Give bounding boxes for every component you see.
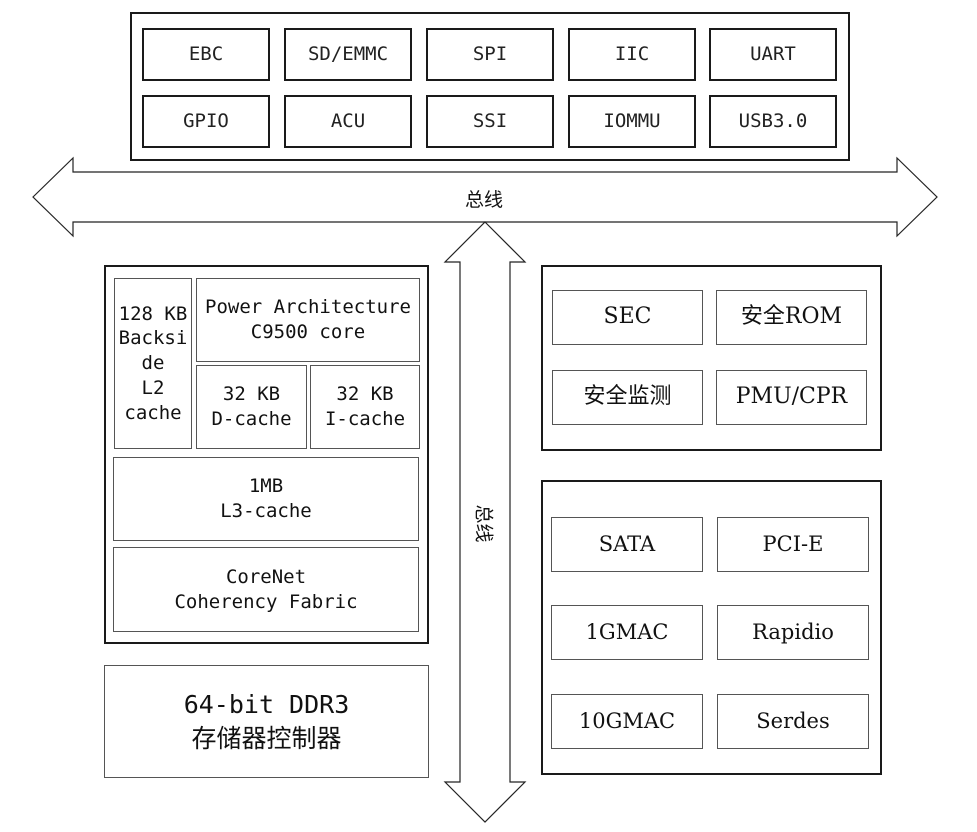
l2-line: de [141,352,165,375]
rapidio-box: Rapidio [717,605,869,660]
security-label: PMU/CPR [735,384,848,410]
secure-rom-box: 安全ROM [716,290,867,345]
dcache-line: 32 KB [222,383,281,406]
l3-line: L3-cache [220,500,312,522]
serdes-box: Serdes [717,694,869,749]
peripheral-spi: SPI [426,28,554,81]
peripheral-label: UART [750,43,796,66]
peripheral-sd-emmc: SD/EMMC [284,28,412,81]
cpu-core-line: C9500 core [250,321,366,343]
pmu-cpr-box: PMU/CPR [716,370,867,425]
peripheral-iommu: IOMMU [568,95,696,148]
pcie-box: PCI-E [717,517,869,572]
horizontal-bus-arrow [32,156,938,238]
vertical-bus-label: 总线 [472,504,495,543]
fabric-line: Coherency Fabric [174,590,358,613]
l2-cache-box: 128 KB Backsi de L2 cache [114,278,192,449]
sata-box: SATA [551,517,703,572]
sec-box: SEC [552,290,703,345]
gmac-1g-box: 1GMAC [551,605,703,660]
peripheral-label: ACU [330,110,366,133]
corenet-fabric-box: CoreNet Coherency Fabric [113,547,419,632]
l2-line: L2 [141,376,165,399]
security-label: 安全ROM [740,304,843,330]
peripheral-label: GPIO [183,110,229,133]
icache-line: I-cache [324,408,406,430]
peripheral-label: SPI [472,43,508,66]
l3-cache-box: 1MB L3-cache [113,457,419,541]
peripheral-usb3: USB3.0 [709,95,837,148]
peripheral-acu: ACU [284,95,412,148]
icache-line: 32 KB [336,383,394,406]
security-label: SEC [603,304,652,330]
peripheral-ssi: SSI [426,95,554,148]
dcache-line: D-cache [211,408,292,430]
io-label: Serdes [756,708,830,733]
ddr-line: 存储器控制器 [191,723,342,753]
fabric-line: CoreNet [225,565,307,588]
cpu-core-box: Power Architecture C9500 core [196,278,420,362]
security-monitor-box: 安全监测 [552,370,703,425]
l2-line: 128 KB [118,302,188,325]
peripheral-label: SSI [472,110,508,133]
horizontal-bus-label: 总线 [465,189,504,211]
l3-line: 1MB [248,475,284,498]
io-label: SATA [598,531,656,556]
peripheral-label: USB3.0 [738,110,808,133]
peripheral-label: SD/EMMC [307,43,389,66]
ddr-controller-box: 64-bit DDR3 存储器控制器 [104,665,429,778]
peripheral-label: EBC [188,43,224,66]
cpu-core-line: Power Architecture [205,296,411,319]
peripheral-gpio: GPIO [142,95,270,148]
ddr-line: 64-bit DDR3 [183,689,350,719]
dcache-box: 32 KB D-cache [196,365,307,449]
io-label: 10GMAC [578,708,676,733]
security-label: 安全监测 [583,384,672,410]
io-label: Rapidio [752,619,834,644]
l2-line: Backsi [118,327,188,350]
peripheral-uart: UART [709,28,837,81]
vertical-bus-arrow [443,221,527,823]
gmac-10g-box: 10GMAC [551,694,703,749]
icache-box: 32 KB I-cache [310,365,420,449]
peripheral-label: IIC [614,43,650,66]
peripheral-ebc: EBC [142,28,270,81]
peripheral-label: IOMMU [603,110,661,133]
io-label: PCI-E [762,531,824,556]
io-label: 1GMAC [585,619,669,644]
peripheral-iic: IIC [568,28,696,81]
l2-line: cache [124,401,182,424]
